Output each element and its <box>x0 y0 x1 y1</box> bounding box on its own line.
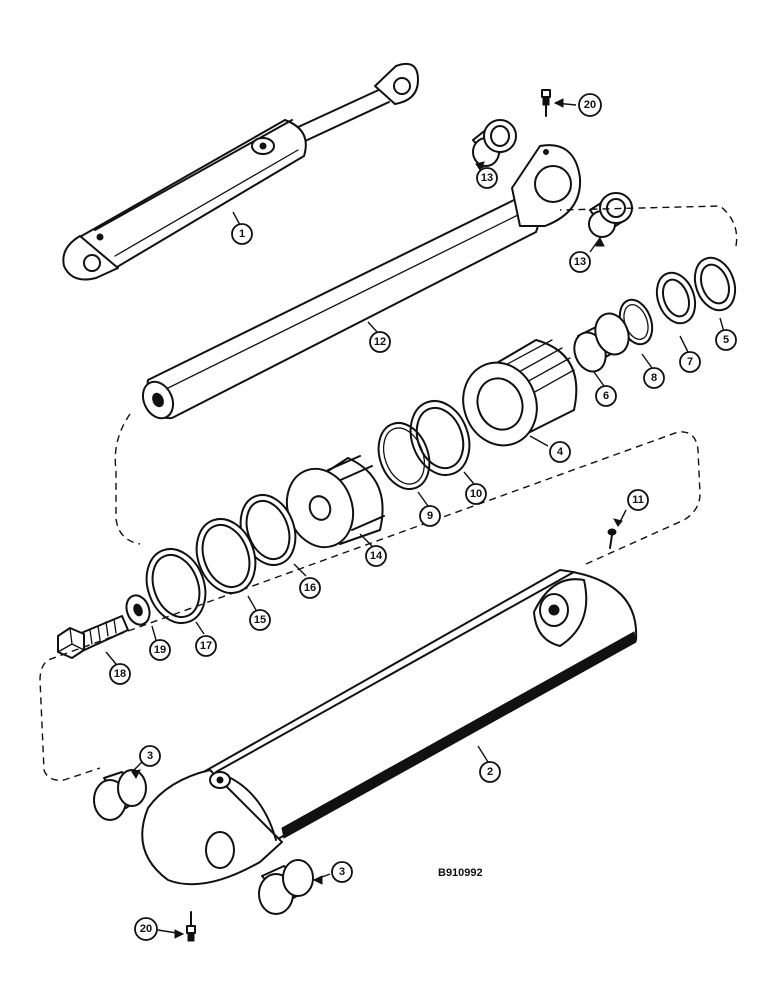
seal-part-7 <box>655 271 697 325</box>
callout-8: 8 <box>643 367 665 389</box>
washer-part-19 <box>125 594 151 626</box>
svg-text:13: 13 <box>574 256 586 268</box>
svg-text:10: 10 <box>470 488 482 500</box>
bleed-screw-part-11 <box>607 528 617 549</box>
svg-text:5: 5 <box>723 334 729 346</box>
bushing-part-13-lower <box>588 192 633 238</box>
callout-19: 19 <box>149 639 171 661</box>
callout-15: 15 <box>249 609 271 631</box>
svg-text:17: 17 <box>200 640 212 652</box>
piston-rod-part-12 <box>141 144 582 420</box>
callout-13-upper: 13 <box>476 167 498 189</box>
callout-3-upper: 3 <box>139 745 161 767</box>
svg-text:6: 6 <box>603 390 609 402</box>
svg-text:11: 11 <box>632 494 644 506</box>
grease-fitting-part-20-upper <box>541 89 551 117</box>
callout-4: 4 <box>549 441 571 463</box>
cylinder-barrel-part-2 <box>141 569 638 886</box>
svg-text:9: 9 <box>427 510 433 522</box>
leader-arrowheads <box>131 98 623 939</box>
seal-part-16 <box>239 494 297 566</box>
callout-7: 7 <box>679 351 701 373</box>
callout-6: 6 <box>595 385 617 407</box>
svg-text:7: 7 <box>687 356 693 368</box>
gland-group-dashed-outline <box>114 205 738 545</box>
svg-text:12: 12 <box>374 336 386 348</box>
callout-3-lower: 3 <box>331 861 353 883</box>
callout-20-upper: 20 <box>578 93 602 117</box>
wiper-ring-part-5 <box>693 256 737 312</box>
bolt-part-18 <box>57 615 129 659</box>
svg-text:2: 2 <box>487 766 493 778</box>
callout-13-lower: 13 <box>569 251 591 273</box>
svg-text:20: 20 <box>140 923 152 935</box>
callout-9: 9 <box>419 505 441 527</box>
drawing-code: B910992 <box>438 867 483 879</box>
svg-text:4: 4 <box>557 446 564 458</box>
callout-5: 5 <box>715 329 737 351</box>
bushing-part-3-upper <box>93 769 147 821</box>
svg-text:14: 14 <box>370 550 383 562</box>
callout-10: 10 <box>465 483 487 505</box>
o-ring-part-9 <box>377 422 431 490</box>
svg-text:16: 16 <box>304 582 316 594</box>
piston-part-14 <box>285 455 385 549</box>
svg-text:15: 15 <box>254 614 266 626</box>
bushing-part-3-lower <box>258 859 314 915</box>
callout-20-lower: 20 <box>134 917 158 941</box>
callout-16: 16 <box>299 577 321 599</box>
callout-2: 2 <box>479 761 501 783</box>
svg-text:3: 3 <box>339 866 345 878</box>
bearing-part-6 <box>573 312 630 373</box>
wear-ring-part-15 <box>195 518 257 594</box>
svg-text:19: 19 <box>154 644 166 656</box>
svg-text:3: 3 <box>147 750 153 762</box>
bushing-part-13-upper <box>472 119 517 167</box>
callout-12: 12 <box>369 331 391 353</box>
seal-part-17 <box>145 548 207 624</box>
grease-fitting-part-20-lower <box>186 911 196 942</box>
svg-text:1: 1 <box>239 228 245 240</box>
svg-text:18: 18 <box>114 668 126 680</box>
callout-18: 18 <box>109 663 131 685</box>
callout-14: 14 <box>365 545 387 567</box>
callout-17: 17 <box>195 635 217 657</box>
svg-text:20: 20 <box>584 99 596 111</box>
callout-1: 1 <box>231 223 253 245</box>
assembled-cylinder-part-1 <box>62 62 419 281</box>
callout-11: 11 <box>627 489 649 511</box>
gland-part-4 <box>462 339 578 447</box>
leader-lines <box>105 102 725 935</box>
svg-text:8: 8 <box>651 372 657 384</box>
svg-text:13: 13 <box>481 172 493 184</box>
